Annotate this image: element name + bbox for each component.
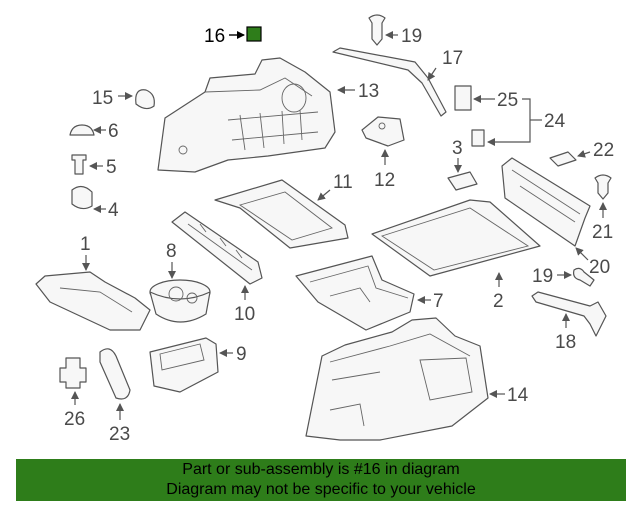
callout-21: 21 bbox=[592, 222, 613, 243]
part-24[interactable]: 24 bbox=[471, 98, 566, 147]
clip-22-shape bbox=[549, 151, 577, 167]
part-5[interactable]: 5 bbox=[71, 154, 117, 178]
lamp-23-shape bbox=[99, 348, 131, 400]
part-12[interactable]: 12 bbox=[361, 116, 405, 191]
callout-19b: 19 bbox=[532, 266, 553, 287]
part-15[interactable]: 15 bbox=[92, 88, 155, 110]
box-7-shape bbox=[295, 255, 415, 331]
part-8[interactable]: 8 bbox=[149, 241, 211, 323]
callout-10: 10 bbox=[234, 304, 255, 325]
callout-2: 2 bbox=[493, 291, 504, 312]
panel-1-shape bbox=[35, 271, 151, 331]
screw-19b-shape bbox=[573, 267, 595, 287]
part-19-top[interactable]: 19 bbox=[368, 14, 422, 47]
part-3[interactable]: 3 bbox=[447, 138, 478, 191]
callout-15: 15 bbox=[92, 88, 113, 109]
connector-26-shape bbox=[59, 357, 87, 389]
clip-21-shape bbox=[594, 174, 612, 200]
part-22[interactable]: 22 bbox=[549, 140, 614, 167]
part-19-bottom[interactable]: 19 bbox=[532, 266, 595, 287]
callout-13: 13 bbox=[358, 81, 379, 102]
leader-20 bbox=[575, 247, 589, 261]
part-20[interactable]: 20 bbox=[501, 157, 610, 278]
rail-10-shape bbox=[171, 211, 263, 285]
part-25[interactable]: 25 bbox=[454, 85, 518, 111]
callout-25: 25 bbox=[497, 90, 518, 111]
part-6[interactable]: 6 bbox=[69, 121, 119, 142]
callout-5: 5 bbox=[106, 157, 117, 178]
part-16-shape bbox=[246, 26, 262, 42]
callout-22: 22 bbox=[593, 140, 614, 161]
callout-11: 11 bbox=[333, 172, 353, 193]
part-11[interactable]: 11 bbox=[214, 172, 353, 249]
trim-13-shape bbox=[157, 57, 336, 173]
sill-20-shape bbox=[501, 157, 591, 247]
callout-4: 4 bbox=[108, 200, 119, 221]
clip-19-shape bbox=[368, 14, 386, 46]
callout-8: 8 bbox=[166, 241, 177, 262]
bracket-18-shape bbox=[531, 291, 607, 337]
part-2[interactable]: 2 bbox=[371, 199, 541, 312]
part-14[interactable]: 14 bbox=[305, 317, 529, 441]
callout-3: 3 bbox=[452, 138, 463, 159]
part-17[interactable]: 17 bbox=[332, 47, 463, 117]
callout-19a: 19 bbox=[401, 26, 422, 47]
plug-15-shape bbox=[135, 89, 155, 110]
banner-line-1: Part or sub-assembly is #16 in diagram bbox=[182, 461, 460, 478]
clip-24-shape bbox=[471, 129, 485, 147]
part-21[interactable]: 21 bbox=[592, 174, 613, 243]
callout-26: 26 bbox=[64, 409, 85, 430]
strip-17-shape bbox=[332, 47, 447, 117]
info-banner: Part or sub-assembly is #16 in diagram D… bbox=[16, 459, 626, 501]
clip-25-shape bbox=[454, 85, 472, 111]
callout-23: 23 bbox=[109, 424, 130, 445]
callout-14: 14 bbox=[507, 385, 529, 406]
pad-3-shape bbox=[447, 171, 478, 191]
part-4[interactable]: 4 bbox=[71, 185, 119, 221]
callout-6: 6 bbox=[108, 121, 119, 142]
callout-20: 20 bbox=[589, 257, 610, 278]
part-13[interactable]: 13 bbox=[157, 57, 379, 173]
cap-6-shape bbox=[69, 124, 95, 136]
tray-11-shape bbox=[214, 179, 349, 249]
banner-line-2: Diagram may not be specific to your vehi… bbox=[166, 481, 476, 498]
trim-14-shape bbox=[305, 317, 489, 441]
hook-4-shape bbox=[71, 185, 93, 210]
callout-16: 16 bbox=[204, 26, 225, 47]
leader-11 bbox=[317, 189, 331, 201]
callout-7: 7 bbox=[433, 291, 444, 312]
part-9[interactable]: 9 bbox=[149, 337, 247, 393]
part-1[interactable]: 1 bbox=[35, 234, 151, 331]
bracket-12-shape bbox=[361, 116, 405, 147]
leader-22 bbox=[577, 149, 591, 158]
callout-17: 17 bbox=[442, 48, 463, 69]
callout-1: 1 bbox=[80, 234, 91, 255]
screw-5-shape bbox=[71, 154, 87, 175]
part-23[interactable]: 23 bbox=[99, 348, 131, 445]
part-18[interactable]: 18 bbox=[531, 291, 607, 353]
part-16[interactable]: 16 bbox=[204, 26, 262, 47]
callout-24: 24 bbox=[544, 111, 566, 132]
part-10[interactable]: 10 bbox=[171, 211, 263, 325]
part-7[interactable]: 7 bbox=[295, 255, 444, 331]
callout-12: 12 bbox=[374, 170, 395, 191]
part-26[interactable]: 26 bbox=[59, 357, 87, 430]
leader-17 bbox=[427, 67, 437, 81]
callout-9: 9 bbox=[236, 344, 247, 365]
callout-18: 18 bbox=[555, 332, 576, 353]
